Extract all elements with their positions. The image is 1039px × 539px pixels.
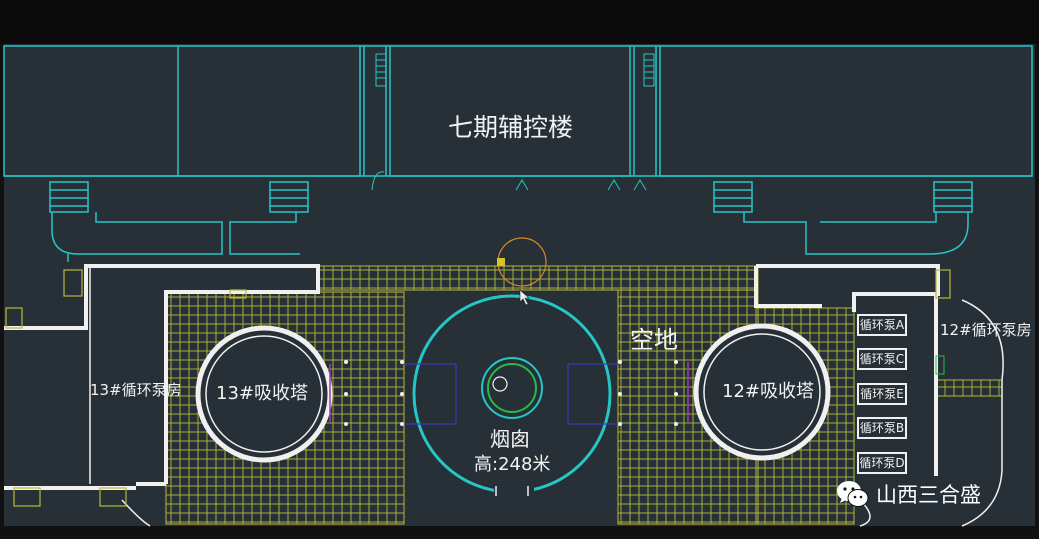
- cad-cursor: [497, 237, 547, 306]
- pump-c: 循环泵C: [857, 348, 907, 370]
- building-title: 七期辅控楼: [448, 113, 574, 142]
- watermark: 山西三合盛: [836, 478, 981, 510]
- pump-d: 循环泵D: [857, 452, 907, 474]
- pump-room-12-door: [935, 355, 945, 375]
- pump-room-13-label: 13#循环泵房: [90, 381, 182, 399]
- chimney-label: 烟囱: [490, 427, 530, 451]
- tower-13-label: 13#吸收塔: [216, 383, 308, 404]
- open-space-label: 空地: [630, 326, 678, 354]
- flue-ducts: [49, 181, 973, 262]
- tower-13: [195, 325, 333, 463]
- pump-room-12-label: 12#循环泵房: [940, 321, 1032, 339]
- wechat-icon: [837, 481, 869, 507]
- anchor-dots: [344, 360, 678, 426]
- doors: [5, 269, 951, 507]
- chimney: [404, 294, 620, 498]
- pump-room-outlines: [89, 266, 1004, 527]
- stairs: [371, 53, 655, 191]
- watermark-text: 山西三合盛: [876, 483, 981, 507]
- control-building: [3, 45, 1033, 177]
- tower-12-label: 12#吸收塔: [722, 381, 814, 402]
- pump-e: 循环泵E: [857, 383, 907, 405]
- chimney-height: 高:248米: [474, 454, 551, 475]
- pump-a: 循环泵A: [857, 314, 907, 336]
- pump-b: 循环泵B: [857, 417, 907, 439]
- tower-12: [687, 323, 831, 461]
